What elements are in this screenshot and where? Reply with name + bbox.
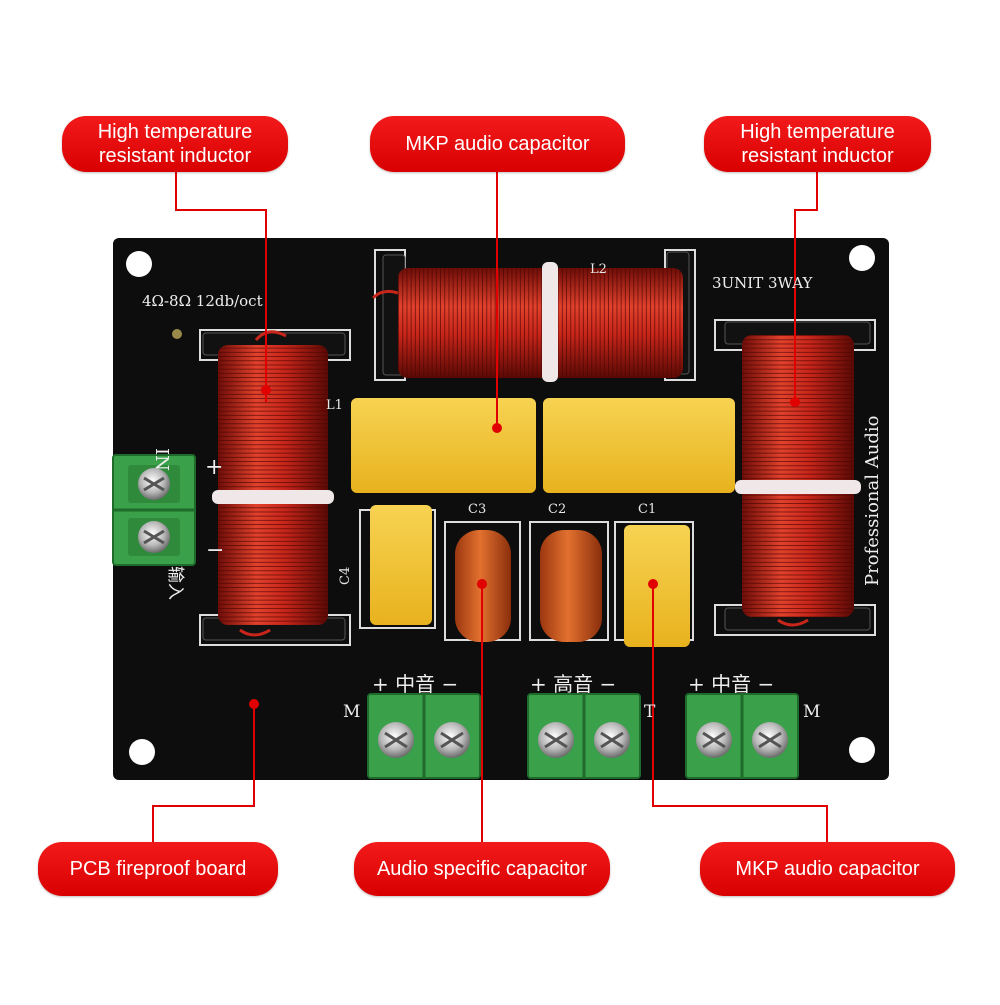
mkp-capacitor-c5 (351, 398, 536, 493)
callout-text: MKP audio capacitor (735, 858, 920, 880)
callout-text: Audio specific capacitor (376, 858, 588, 880)
mkp-capacitor-c4 (370, 505, 432, 625)
callout-text: MKP audio capacitor (405, 133, 590, 155)
config-label: 3UNIT 3WAY (712, 274, 813, 292)
impedance-label: 4Ω-8Ω 12db/oct (142, 292, 263, 310)
designator-c3: C3 (468, 502, 487, 517)
inductor-top (371, 251, 690, 382)
mount-hole (849, 737, 875, 763)
mount-hole (129, 739, 155, 765)
terminal-side-tweeter: T (644, 702, 656, 722)
leader-lines (152, 172, 828, 842)
mount-hole (849, 245, 875, 271)
inductor-left (202, 330, 346, 641)
led-pad (172, 329, 182, 339)
input-terminal-block (112, 454, 196, 566)
terminal-label-tweeter: + 高音 − (530, 672, 617, 696)
callout-line: resistant inductor (98, 145, 252, 167)
callout-line: High temperature (97, 121, 253, 143)
terminal-label-mid-left: + 中音 − (372, 672, 459, 696)
leader-dots (249, 385, 800, 709)
audio-capacitor-c2 (540, 530, 602, 642)
callout-mkp-bottom: MKP audio capacitor (700, 842, 955, 896)
callout-audio-capacitor: Audio specific capacitor (354, 842, 610, 896)
callout-text: PCB fireproof board (69, 858, 247, 880)
output-terminal-mid-left (367, 693, 481, 779)
mkp-capacitor-c6 (543, 398, 735, 493)
callout-line: High temperature (740, 121, 895, 143)
input-cn-label: 输入 (165, 566, 185, 600)
callout-pcb-board: PCB fireproof board (38, 842, 278, 896)
callout-mkp-top: MKP audio capacitor (370, 116, 625, 172)
output-terminal-mid-right (685, 693, 799, 779)
designator-l1: L1 (326, 398, 343, 413)
terminal-label-mid-right: + 中音 − (688, 672, 775, 696)
brand-label: Professional Audio (862, 415, 883, 586)
designator-c4: C4 (338, 566, 353, 585)
callout-inductor-left: High temperature resistant inductor (62, 116, 288, 172)
input-plus: + (205, 455, 224, 480)
output-terminal-tweeter (527, 693, 641, 779)
terminal-side-mid-left: M (343, 702, 361, 722)
designator-c2: C2 (548, 502, 567, 517)
terminal-side-mid-right: M (803, 702, 821, 722)
mount-hole (126, 251, 152, 277)
inductor-right (724, 321, 871, 631)
designator-l2: L2 (590, 262, 607, 277)
input-minus: − (206, 538, 225, 563)
callout-inductor-right: High temperature resistant inductor (704, 116, 931, 172)
input-label: IN (151, 448, 172, 471)
designator-c1: C1 (638, 502, 657, 517)
callout-line: resistant inductor (741, 145, 894, 167)
